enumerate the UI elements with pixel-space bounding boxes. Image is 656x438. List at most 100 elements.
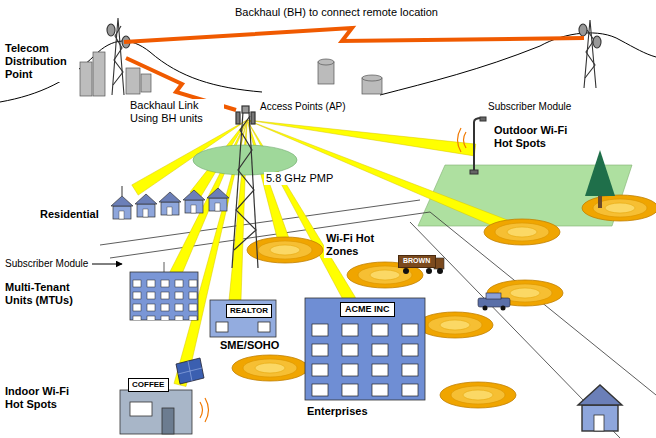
sign-text: ACME INC xyxy=(345,304,390,314)
shop-sign: REALTOR xyxy=(226,304,272,318)
coffee-shop xyxy=(176,358,204,384)
backhaul-beam xyxy=(124,28,584,42)
truck-body: BROWN xyxy=(398,255,436,268)
police-car xyxy=(478,298,510,307)
remote-tower xyxy=(579,24,587,36)
street xyxy=(100,200,656,438)
backhaul-beam xyxy=(124,28,584,110)
hill-outline xyxy=(0,33,656,102)
coffee-shop xyxy=(120,390,192,434)
coffee-shop xyxy=(120,358,204,434)
hot-zone xyxy=(232,355,308,381)
delivery-truck xyxy=(403,268,409,274)
street-lamp xyxy=(470,170,478,174)
hotspot-label: Indoor Wi-Fi Hot Spots xyxy=(3,385,89,411)
tree xyxy=(585,150,615,208)
ap-tower xyxy=(236,112,240,124)
street-lamp xyxy=(480,117,486,121)
segment-label: Residential xyxy=(38,208,101,221)
city-buildings xyxy=(126,68,140,94)
radio-beam xyxy=(247,120,524,238)
remote-tower xyxy=(579,20,601,88)
telecom-tower xyxy=(107,18,130,95)
zone-label: Wi-Fi Hot Zones xyxy=(324,232,388,258)
storage-tanks xyxy=(318,59,382,94)
residential-houses xyxy=(111,196,133,219)
band-label: 5.8 GHz PMP xyxy=(264,172,335,185)
tree xyxy=(585,150,615,196)
ap-tower xyxy=(234,116,256,250)
site-label: Telecom Distribution Point xyxy=(3,42,79,82)
sign-text: REALTOR xyxy=(230,306,268,315)
coffee-shop xyxy=(162,408,174,434)
hot-zone xyxy=(582,195,656,221)
hotspot-label: Outdoor Wi-Fi Hot Spots xyxy=(492,124,588,150)
telecom-tower xyxy=(113,26,123,85)
backhaul-label: Backhaul (BH) to connect remote location xyxy=(233,6,440,19)
mtu-building xyxy=(130,276,198,320)
coffee-shop xyxy=(130,402,152,416)
wifi-waves xyxy=(458,128,462,152)
ap-tower xyxy=(232,106,258,268)
residential-houses xyxy=(183,190,205,213)
hill-outline xyxy=(380,33,656,95)
leader-arrow xyxy=(92,264,122,265)
police-car xyxy=(478,293,510,311)
hill-outline xyxy=(0,41,262,102)
mtu-building xyxy=(130,272,198,320)
sign-text: BROWN xyxy=(403,257,431,265)
hot-zone xyxy=(232,195,656,408)
telecom-tower xyxy=(107,24,115,36)
delivery-truck xyxy=(426,268,432,274)
police-car xyxy=(486,293,501,299)
residential-houses xyxy=(111,186,229,219)
ap-tower xyxy=(232,112,243,268)
hot-zone xyxy=(484,219,560,245)
residential-houses xyxy=(135,194,157,217)
wifi-waves xyxy=(464,132,467,148)
hot-zone xyxy=(247,237,323,263)
tree xyxy=(598,196,602,208)
storage-tanks xyxy=(362,75,382,81)
sign-text: COFFEE xyxy=(132,380,165,389)
hot-zone xyxy=(417,312,493,338)
delivery-truck xyxy=(437,268,443,274)
sme-building xyxy=(210,300,276,337)
segment-label: Multi-Tenant Units (MTUs) xyxy=(3,281,89,307)
wifi-waves xyxy=(200,402,203,418)
sme-building xyxy=(216,322,228,332)
residential-houses xyxy=(159,192,181,215)
hot-zone xyxy=(440,382,516,408)
residential-houses xyxy=(122,186,123,196)
police-car xyxy=(483,306,488,311)
mtu-building xyxy=(164,262,165,272)
segment-label: SME/SOHO xyxy=(218,339,281,352)
city-buildings xyxy=(93,52,105,96)
module-label: Subscriber Module xyxy=(3,258,90,270)
house-icon xyxy=(578,385,622,431)
street-lamp xyxy=(474,118,482,172)
wifi-waves xyxy=(205,398,209,422)
enterprise-building xyxy=(305,298,425,400)
sme-building xyxy=(210,300,276,337)
residential-houses xyxy=(207,188,229,211)
ap-tower xyxy=(242,106,249,113)
remote-tower xyxy=(593,36,601,48)
street-lamp xyxy=(470,117,486,174)
mtu-building xyxy=(130,262,198,320)
coffee-shop xyxy=(178,361,202,381)
link-label: Backhaul Link Using BH units xyxy=(128,99,224,125)
enterprise-building xyxy=(305,320,425,400)
storage-tanks xyxy=(318,59,334,65)
city-buildings xyxy=(80,62,92,96)
ap-tower xyxy=(251,112,255,124)
company-sign: ACME INC xyxy=(340,302,395,317)
house-icon xyxy=(578,385,622,431)
shop-sign: COFFEE xyxy=(128,378,169,392)
enterprise-building xyxy=(305,298,425,400)
module-label: Subscriber Module xyxy=(486,101,573,113)
sme-building xyxy=(258,322,270,332)
segment-label: Enterprises xyxy=(305,405,370,418)
ap-label: Access Points (AP) xyxy=(258,101,348,113)
